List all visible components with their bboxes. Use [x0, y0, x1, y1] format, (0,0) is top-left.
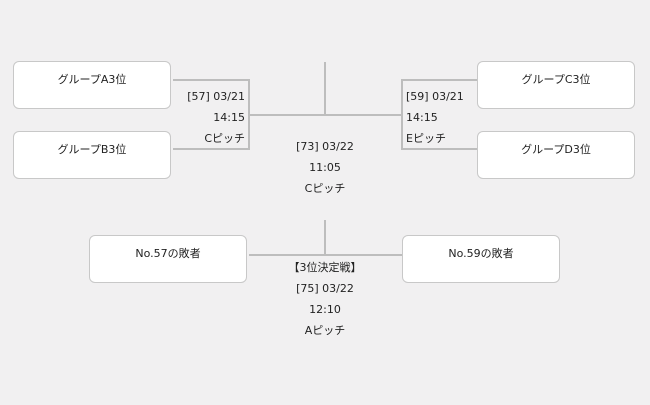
- match-73-info: [73] 03/22 11:05 Cピッチ: [265, 136, 385, 199]
- bracket-line: [249, 254, 402, 256]
- team-box-a3: グループA3位: [13, 61, 171, 109]
- match-59-info: [59] 03/21 14:15 Eピッチ: [406, 86, 464, 149]
- match-57-info: [57] 03/21 14:15 Cピッチ: [170, 86, 245, 149]
- match-pitch: Cピッチ: [304, 182, 346, 195]
- team-box-c3: グループC3位: [477, 61, 635, 109]
- bracket-line: [324, 220, 326, 256]
- team-box-b3: グループB3位: [13, 131, 171, 179]
- match-pitch: Cピッチ: [204, 132, 245, 145]
- match-pitch: Eピッチ: [406, 132, 446, 145]
- team-box-d3: グループD3位: [477, 131, 635, 179]
- bracket-line: [173, 79, 250, 81]
- match-time: 11:05: [309, 161, 341, 174]
- match-time: 12:10: [309, 303, 341, 316]
- match-title: 【3位決定戦】: [288, 261, 362, 274]
- match-pitch: Aピッチ: [304, 324, 346, 337]
- bracket-line: [401, 148, 477, 150]
- team-box-loser-57: No.57の敗者: [89, 235, 247, 283]
- bracket-line: [249, 114, 402, 116]
- bracket-line: [324, 62, 326, 115]
- match-time: 14:15: [406, 111, 438, 124]
- bracket-line: [401, 79, 403, 150]
- team-box-loser-59: No.59の敗者: [402, 235, 560, 283]
- bracket-line: [173, 148, 250, 150]
- match-date: [59] 03/21: [406, 90, 464, 103]
- match-date: [73] 03/22: [296, 140, 354, 153]
- match-date: [57] 03/21: [187, 90, 245, 103]
- bracket-line: [401, 79, 477, 81]
- match-time: 14:15: [213, 111, 245, 124]
- match-date: [75] 03/22: [296, 282, 354, 295]
- match-75-info: 【3位決定戦】 [75] 03/22 12:10 Aピッチ: [255, 257, 395, 341]
